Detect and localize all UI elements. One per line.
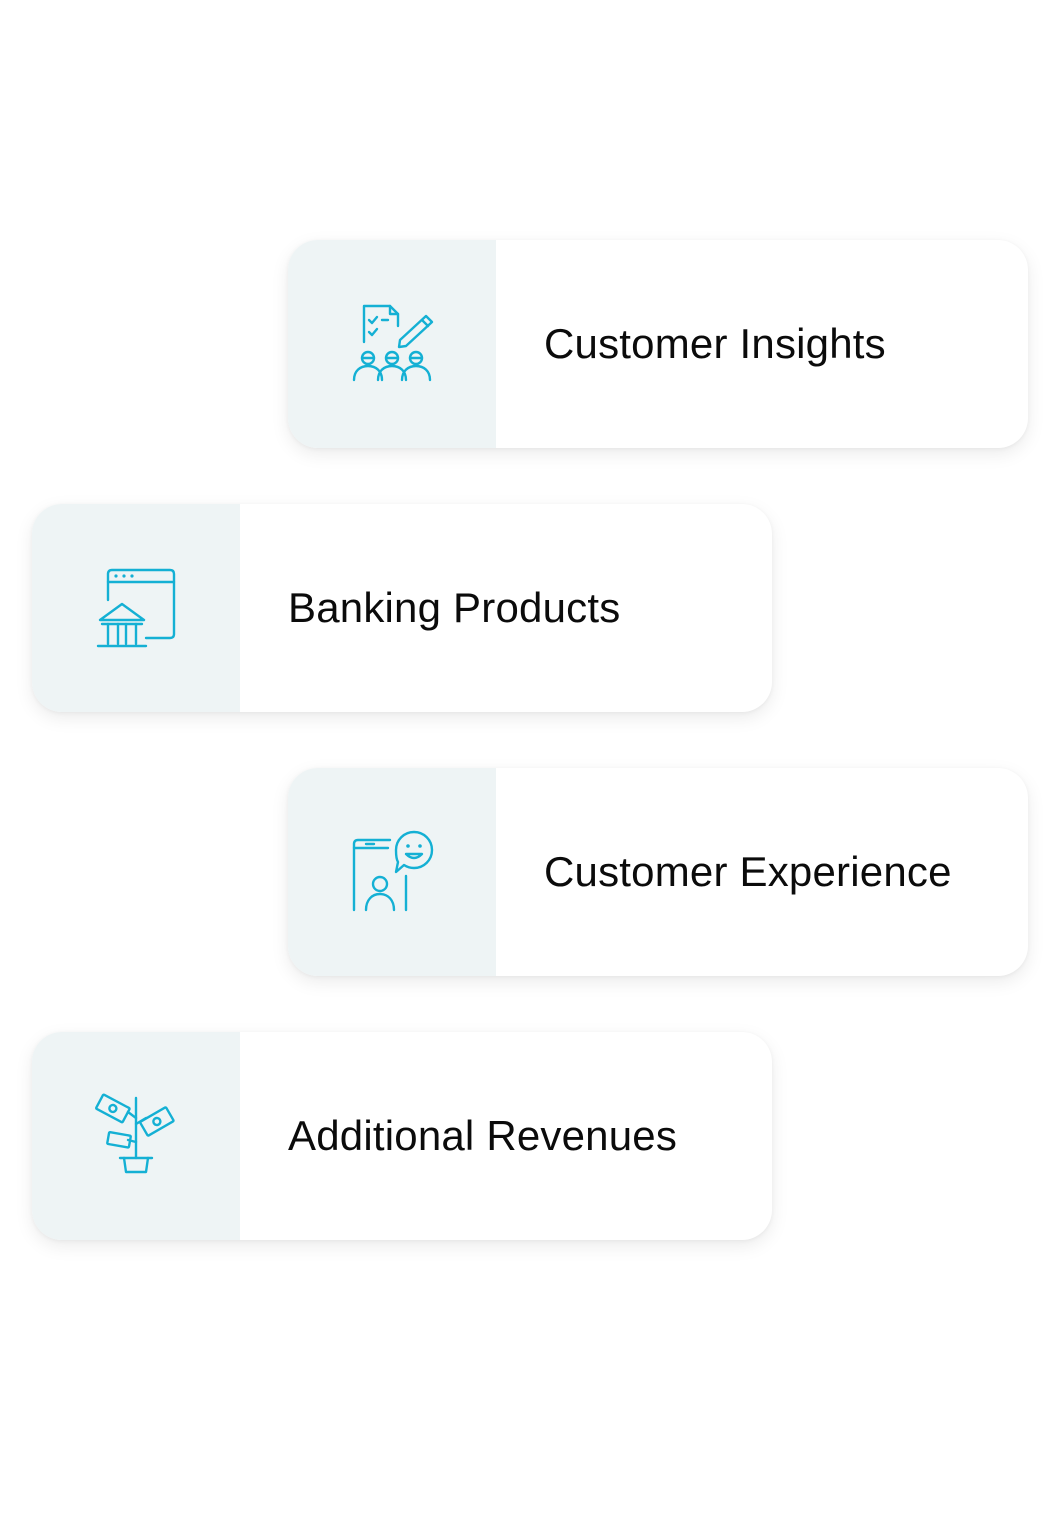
icon-panel bbox=[288, 768, 496, 976]
card-customer-experience[interactable]: Customer Experience bbox=[288, 768, 1028, 976]
card-additional-revenues[interactable]: Additional Revenues bbox=[32, 1032, 772, 1240]
card-label: Customer Insights bbox=[544, 320, 886, 367]
icon-panel bbox=[288, 240, 496, 448]
card-label: Banking Products bbox=[288, 584, 621, 631]
phone-chat-smile-icon bbox=[352, 830, 434, 912]
money-plant-icon bbox=[95, 1093, 175, 1174]
bank-browser-icon bbox=[96, 568, 176, 648]
survey-people-icon bbox=[352, 304, 434, 382]
card-banking-products[interactable]: Banking Products bbox=[32, 504, 772, 712]
icon-panel bbox=[32, 504, 240, 712]
card-label: Additional Revenues bbox=[288, 1112, 678, 1159]
icon-panel bbox=[32, 1032, 240, 1240]
card-label: Customer Experience bbox=[544, 848, 952, 895]
card-customer-insights[interactable]: Customer Insights bbox=[288, 240, 1028, 448]
